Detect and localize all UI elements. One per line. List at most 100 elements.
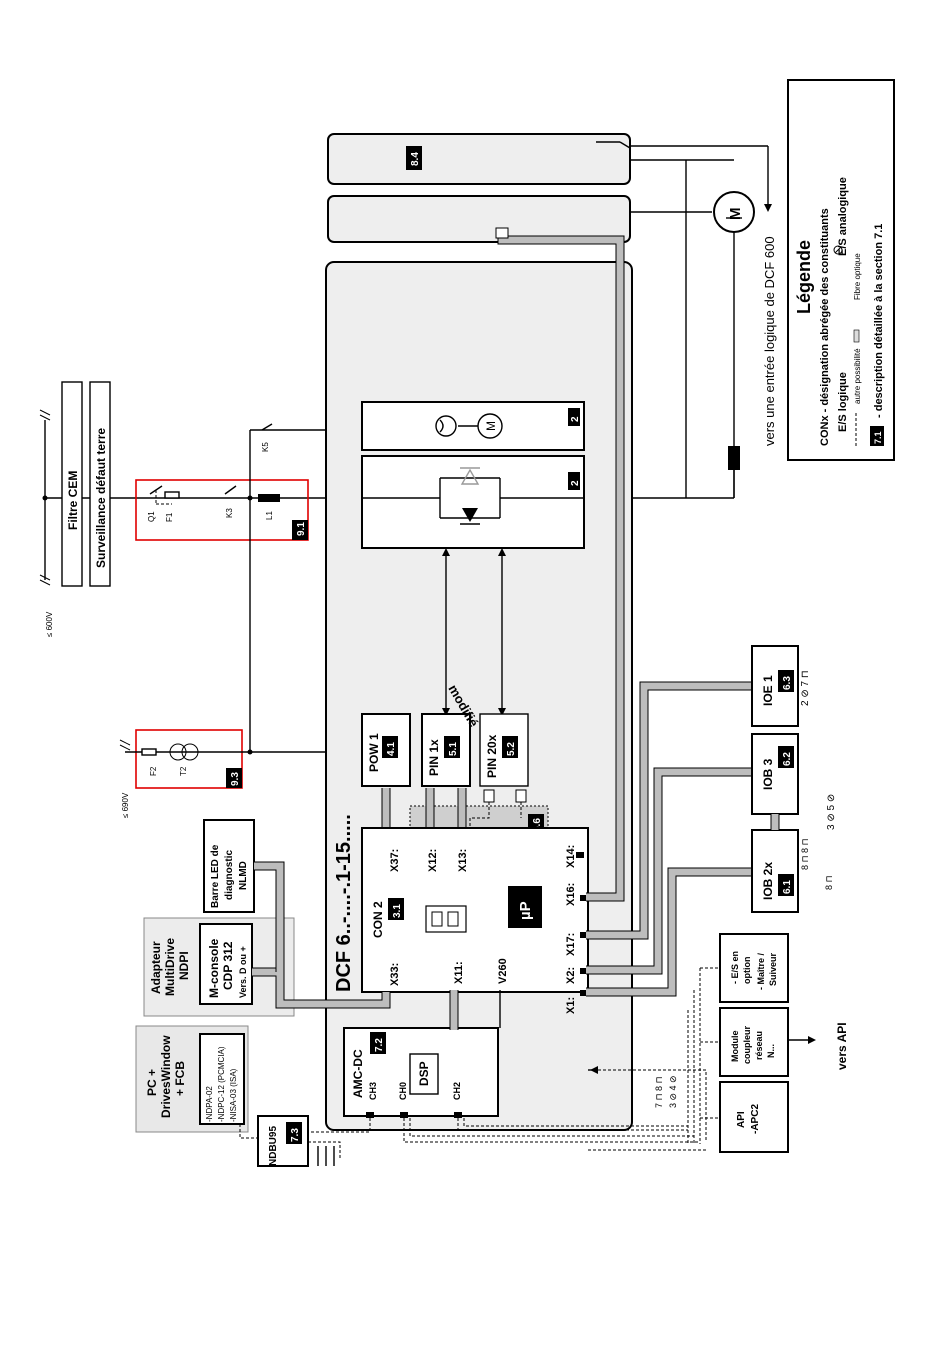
pin1x-board xyxy=(421,713,471,787)
option-module xyxy=(719,933,789,1003)
fan-motor-label: M xyxy=(484,421,498,431)
x14-label: X14: xyxy=(565,845,577,868)
voltage-690: ≤ 690V xyxy=(121,792,130,818)
encoder xyxy=(728,446,740,470)
ch3-label: CH3 xyxy=(368,1082,378,1100)
api-l1: API xyxy=(736,1111,747,1128)
iob3-ref: 6.2 xyxy=(782,752,793,766)
option-l1: - E/S en xyxy=(730,951,740,984)
x11-label: X11: xyxy=(453,961,465,984)
label-f2: F2 xyxy=(149,766,158,776)
api-module xyxy=(719,1081,789,1153)
label-f1: F1 xyxy=(165,512,174,522)
x37-label: X37: xyxy=(389,849,401,872)
coupler-l4: N... xyxy=(766,1044,776,1058)
fuse-f1 xyxy=(164,491,180,499)
ndbu-label: NDBU95 xyxy=(268,1126,279,1166)
legend-line4: autre possibilité xyxy=(853,348,862,404)
legend xyxy=(787,79,895,461)
pin20x-label: PIN 20x xyxy=(485,734,499,778)
adapter-l2: MultiDrive xyxy=(163,938,177,996)
ref-2a: 2 xyxy=(570,416,581,422)
label-k3: K3 xyxy=(225,508,234,518)
x12-label: X12: xyxy=(427,849,439,872)
microprocessor xyxy=(508,886,542,928)
legend-line6: - description détaillée à la section 7.1 xyxy=(873,224,885,418)
pc-card-3: -NISA-03 (ISA) xyxy=(229,1068,238,1122)
iob2x-io: 8 ⊓ 8 ⊓ xyxy=(800,838,810,870)
coupler-l3: réseau xyxy=(754,1031,764,1060)
x33-label: X33: xyxy=(389,963,401,986)
pc-l2: DrivesWindow xyxy=(159,1035,173,1118)
v260-label: V260 xyxy=(497,958,509,984)
dsp-label: DSP xyxy=(417,1061,431,1086)
coupler-l1: Module xyxy=(730,1031,740,1063)
ref-2b: 2 xyxy=(570,480,581,486)
label-t2: T2 xyxy=(179,766,188,776)
earth-fault-block xyxy=(89,381,111,587)
power-bus xyxy=(39,409,362,586)
mconsole-l2: CDP 312 xyxy=(221,941,235,990)
ioe1-io: 2 ⊘ 7 ⊓ xyxy=(800,670,811,706)
pc-card-1: -NDPA-02 xyxy=(205,1086,214,1122)
earth-fault-label: Surveillance défaut terre xyxy=(94,428,108,568)
voltage-600: ≤ 600V xyxy=(45,611,54,637)
aux-supply-box-9-3 xyxy=(135,729,243,789)
iob3-label: IOB 3 xyxy=(761,758,775,790)
option-l4: Suiveur xyxy=(768,952,778,986)
pow1-ref: 4.1 xyxy=(386,742,397,756)
pin1x-label: PIN 1x xyxy=(427,739,441,776)
ref-9-3: 9.3 xyxy=(230,772,241,786)
mconsole-l3: Vers. D ou + xyxy=(238,946,248,998)
network-coupler xyxy=(719,1007,789,1077)
fan-icon xyxy=(435,415,457,437)
iob2x-io-sub: 8 ⊓ xyxy=(824,875,834,890)
pc-l3: + FCB xyxy=(173,1061,187,1096)
adapter-l1: Adapteur xyxy=(149,941,163,994)
pin1x-ref: 5.1 xyxy=(448,742,459,756)
dcf-title: DCF 6..-....-.1-15..... xyxy=(333,814,355,992)
amc-ref: 7.2 xyxy=(374,1038,385,1052)
x13-label: X13: xyxy=(457,849,469,872)
ioe1-ref: 6.3 xyxy=(782,676,793,690)
dcf600-note: vers une entrée logique de DCF 600 xyxy=(762,236,777,446)
ref-5-6: 5.6 xyxy=(532,818,543,832)
pin20x-ref: 5.2 xyxy=(506,742,517,756)
pc-card-2: -NDPC-12 (PCMCIA) xyxy=(217,1046,226,1122)
filter-block xyxy=(61,381,83,587)
block-field xyxy=(327,195,631,243)
legend-title: Légende xyxy=(794,240,814,314)
pow1-label: POW 1 xyxy=(367,733,381,772)
block-8-4 xyxy=(327,133,631,185)
label-l1: L1 xyxy=(265,511,274,520)
mconsole-l1: M-console xyxy=(207,938,221,998)
thyristor-icon-alt xyxy=(460,468,480,485)
io-left-1: 7 ⊓ 8 ⊓ xyxy=(654,1076,664,1108)
option-l3: - Maître / xyxy=(756,952,766,990)
fuse-f2 xyxy=(141,748,157,756)
con2-ref: 3.1 xyxy=(392,904,403,918)
label-q1: Q1 xyxy=(147,511,156,522)
api-l2: -APC2 xyxy=(750,1104,761,1134)
inductor-l1 xyxy=(258,494,280,502)
ch2-label: CH2 xyxy=(452,1082,462,1100)
dsp-chip xyxy=(409,1053,439,1095)
mu-p-label: µP xyxy=(517,901,534,920)
led-bar-l1: Barre LED de xyxy=(210,844,221,908)
transformer-t2 xyxy=(169,743,187,761)
ref-8-4: 8.4 xyxy=(410,152,421,166)
x17-label: X17: xyxy=(565,933,577,956)
thyristor-module xyxy=(361,455,585,549)
iob2x-module xyxy=(751,829,799,913)
vers-api: vers API xyxy=(835,1022,849,1070)
protection-box-9-1 xyxy=(135,479,309,541)
amc-title: AMC-DC xyxy=(351,1049,365,1098)
m-console xyxy=(199,923,253,1005)
seven-segment-display xyxy=(425,905,467,933)
adapter-l3: NDPI xyxy=(177,951,191,980)
legend-line5: Fibre optique xyxy=(853,253,862,300)
ndbu-ref: 7.3 xyxy=(290,1128,301,1142)
thyristor-icon xyxy=(462,508,478,522)
iob3-io: 3 ⊘ 5 ⊘ xyxy=(826,794,837,830)
